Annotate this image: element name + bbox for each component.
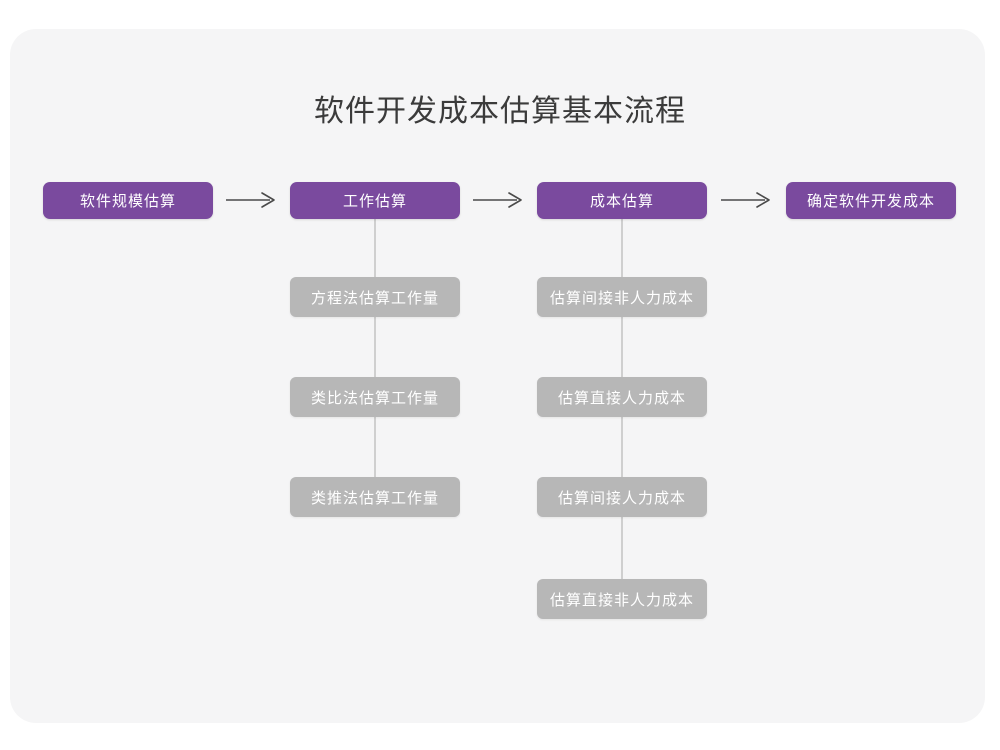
substep-label: 估算间接人力成本 bbox=[557, 489, 686, 507]
arrow-stage-2-to-3 bbox=[470, 185, 527, 215]
substep-label: 估算直接人力成本 bbox=[557, 389, 686, 407]
substep-node-stage-3-1[interactable]: 估算间接非人力成本 bbox=[537, 277, 707, 317]
stage-label: 工作估算 bbox=[342, 193, 407, 210]
stage-label: 成本估算 bbox=[589, 193, 654, 210]
arrow-stage-3-to-4 bbox=[718, 185, 775, 215]
connector-line-stage-2 bbox=[374, 218, 376, 517]
diagram-card-background bbox=[10, 29, 985, 723]
substep-node-stage-3-4[interactable]: 估算直接非人力成本 bbox=[537, 579, 707, 619]
substep-node-stage-3-3[interactable]: 估算间接人力成本 bbox=[537, 477, 707, 517]
substep-label: 类推法估算工作量 bbox=[310, 489, 439, 507]
stage-node-cost-estimation[interactable]: 成本估算 bbox=[537, 182, 707, 219]
substep-node-stage-2-3[interactable]: 类推法估算工作量 bbox=[290, 477, 460, 517]
stage-node-software-scale-estimation[interactable]: 软件规模估算 bbox=[43, 182, 213, 219]
substep-label: 估算直接非人力成本 bbox=[549, 591, 694, 609]
substep-label: 估算间接非人力成本 bbox=[549, 289, 694, 307]
stage-label: 确定软件开发成本 bbox=[806, 193, 935, 210]
substep-node-stage-2-2[interactable]: 类比法估算工作量 bbox=[290, 377, 460, 417]
stage-node-determine-development-cost[interactable]: 确定软件开发成本 bbox=[786, 182, 956, 219]
connector-line-stage-3 bbox=[621, 218, 623, 618]
substep-label: 方程法估算工作量 bbox=[310, 289, 439, 307]
substep-node-stage-3-2[interactable]: 估算直接人力成本 bbox=[537, 377, 707, 417]
arrow-stage-1-to-2 bbox=[223, 185, 280, 215]
substep-label: 类比法估算工作量 bbox=[310, 389, 439, 407]
page-title: 软件开发成本估算基本流程 bbox=[314, 95, 686, 128]
stage-node-work-estimation[interactable]: 工作估算 bbox=[290, 182, 460, 219]
substep-node-stage-2-1[interactable]: 方程法估算工作量 bbox=[290, 277, 460, 317]
stage-label: 软件规模估算 bbox=[79, 193, 176, 210]
